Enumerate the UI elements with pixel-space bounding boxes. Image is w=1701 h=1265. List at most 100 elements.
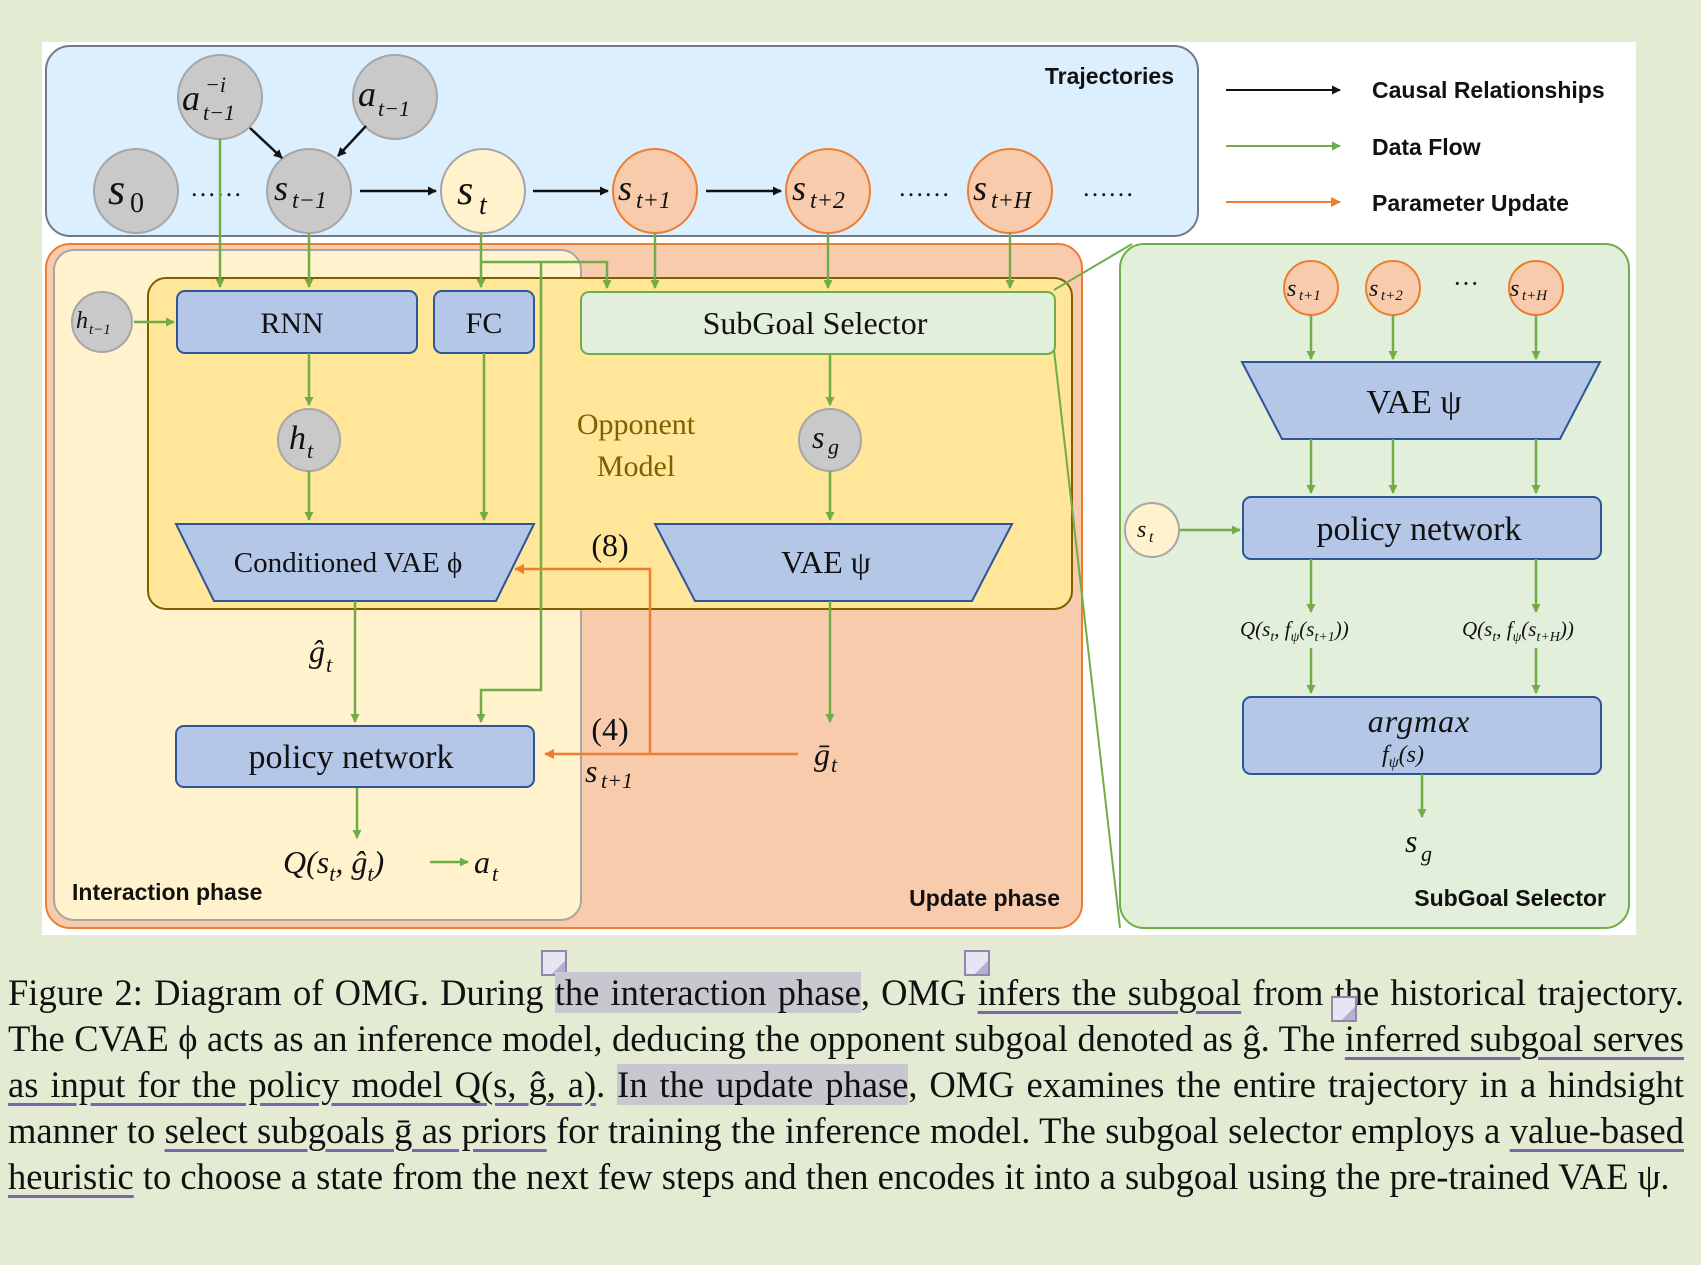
svg-text:s: s bbox=[585, 753, 597, 789]
selector-node-s1: s t+1 bbox=[1283, 260, 1339, 316]
diagram-canvas: Trajectories Causal Relationships Data F… bbox=[42, 42, 1636, 935]
svg-text:s: s bbox=[274, 168, 288, 208]
svg-text:ĝ: ĝ bbox=[309, 633, 325, 669]
node-s-t1: s t+1 bbox=[612, 148, 698, 234]
svg-text:argmax: argmax bbox=[1368, 703, 1471, 739]
svg-text:policy network: policy network bbox=[1317, 511, 1522, 548]
dots-2: …… bbox=[898, 173, 950, 202]
node-s-t: s t bbox=[440, 148, 526, 234]
opponent-model-label-line2: Model bbox=[597, 450, 675, 483]
svg-text:t+H: t+H bbox=[1522, 288, 1548, 304]
caption-underline-4[interactable]: value-based heuristic bbox=[8, 1110, 1684, 1197]
svg-text:t: t bbox=[831, 752, 838, 777]
node-a-opponent: a −i t−1 bbox=[177, 54, 263, 140]
svg-text:s: s bbox=[108, 165, 125, 214]
selector-node-sH: s t+H bbox=[1508, 260, 1564, 316]
svg-text:−i: −i bbox=[205, 72, 226, 97]
svg-text:t: t bbox=[479, 190, 488, 221]
legend-dataflow-label: Data Flow bbox=[1372, 134, 1481, 160]
caption-underline-3[interactable]: select subgoals ḡ as priors bbox=[164, 1110, 547, 1151]
selector-q1-label: Q(st, fψ(st+1)) bbox=[1240, 617, 1349, 645]
selector-panel-title: SubGoal Selector bbox=[1414, 885, 1606, 911]
caption-text-5: , OMG examines the entire trajectory in … bbox=[8, 1064, 1684, 1151]
caption-text-1: Figure 2: Diagram of OMG. During bbox=[8, 972, 555, 1013]
comment-note-icon[interactable] bbox=[540, 950, 567, 976]
svg-text:t: t bbox=[307, 438, 314, 463]
trajectories-label: Trajectories bbox=[1045, 63, 1174, 89]
svg-text:s: s bbox=[618, 168, 632, 208]
svg-text:Q(st, ĝt): Q(st, ĝt) bbox=[283, 844, 384, 886]
selector-sg-label: s g bbox=[1405, 823, 1432, 866]
node-s-tH: s t+H bbox=[967, 148, 1053, 234]
caption-underline-2[interactable]: inferred subgoal serves as input for the… bbox=[8, 1018, 1684, 1105]
svg-text:fψ(s): fψ(s) bbox=[1382, 742, 1424, 771]
svg-text:t+1: t+1 bbox=[636, 188, 671, 214]
svg-text:t+1: t+1 bbox=[601, 768, 633, 793]
dots-3: …… bbox=[1082, 173, 1134, 202]
svg-text:s: s bbox=[792, 168, 806, 208]
svg-text:s: s bbox=[1510, 276, 1519, 302]
svg-text:h: h bbox=[289, 420, 306, 457]
svg-text:t−1: t−1 bbox=[292, 188, 327, 214]
cvae-block: Conditioned VAE ϕ bbox=[174, 523, 536, 602]
svg-text:g: g bbox=[1421, 841, 1432, 866]
update-arrow-8 bbox=[514, 564, 652, 754]
selector-policy-block: policy network bbox=[1242, 496, 1602, 560]
node-s-t2: s t+2 bbox=[785, 148, 871, 234]
comment-note-icon[interactable] bbox=[963, 950, 990, 976]
svg-text:Conditioned VAE ϕ: Conditioned VAE ϕ bbox=[234, 547, 463, 579]
svg-text:0: 0 bbox=[130, 188, 144, 219]
policy-network-block: policy network bbox=[175, 725, 535, 788]
svg-text:s: s bbox=[1287, 276, 1296, 302]
figure-caption: Figure 2: Diagram of OMG. During the int… bbox=[8, 950, 1684, 1200]
svg-text:policy network: policy network bbox=[249, 739, 454, 776]
svg-text:ḡ: ḡ bbox=[814, 736, 830, 772]
caption-highlight-2[interactable]: In the update phase bbox=[617, 1064, 909, 1105]
g-bar-label: ḡ t bbox=[814, 736, 838, 777]
svg-text:t−1: t−1 bbox=[203, 100, 235, 125]
svg-text:t+2: t+2 bbox=[1381, 288, 1403, 304]
q-output-label: Q(st, ĝt) bbox=[283, 844, 384, 886]
caption-text-4: . bbox=[596, 1064, 618, 1105]
node-s0: s 0 bbox=[93, 148, 179, 234]
update-phase-label: Update phase bbox=[909, 885, 1060, 911]
selector-vae-block: VAE ψ bbox=[1240, 361, 1602, 440]
svg-text:s: s bbox=[812, 419, 824, 455]
svg-text:s: s bbox=[457, 168, 473, 214]
selector-node-s2: s t+2 bbox=[1365, 260, 1421, 316]
node-h-t: h t bbox=[277, 408, 341, 472]
zoom-line-top bbox=[1053, 243, 1133, 291]
arrow-aopp-sprev bbox=[249, 127, 283, 159]
caption-highlight-1[interactable]: the interaction phase bbox=[554, 972, 861, 1013]
svg-text:VAE ψ: VAE ψ bbox=[1366, 384, 1461, 421]
svg-text:Q(st, fψ(st+H)): Q(st, fψ(st+H)) bbox=[1462, 617, 1574, 645]
svg-text:a: a bbox=[182, 78, 200, 118]
svg-text:t: t bbox=[1149, 529, 1154, 546]
svg-text:a: a bbox=[474, 844, 490, 880]
selector-dots: ··· bbox=[1453, 269, 1479, 298]
legend-causal-label: Causal Relationships bbox=[1372, 77, 1605, 103]
flow-st-policy bbox=[476, 262, 543, 723]
svg-text:s: s bbox=[1137, 517, 1146, 543]
arrow-aprev-sprev bbox=[337, 125, 367, 157]
dots-1: …… bbox=[190, 173, 242, 202]
svg-text:t+2: t+2 bbox=[810, 188, 845, 214]
caption-underline-1[interactable]: infers the subgoal bbox=[977, 972, 1242, 1013]
caption-text-6: for training the inference model. The su… bbox=[546, 1110, 1510, 1151]
svg-text:t−1: t−1 bbox=[89, 322, 111, 338]
svg-text:t+1: t+1 bbox=[1299, 288, 1321, 304]
selector-qH-label: Q(st, fψ(st+H)) bbox=[1462, 617, 1574, 645]
argmax-block: argmax fψ(s) bbox=[1242, 696, 1602, 775]
opponent-model-label-line1: Opponent bbox=[577, 408, 696, 441]
g-hat-label: ĝ t bbox=[309, 633, 333, 677]
svg-text:s: s bbox=[973, 168, 987, 208]
flow-st-selector bbox=[481, 260, 612, 289]
caption-text-7: to choose a state from the next few step… bbox=[133, 1156, 1670, 1197]
svg-text:t: t bbox=[326, 652, 333, 677]
svg-text:SubGoal Selector: SubGoal Selector bbox=[703, 305, 928, 341]
legend-param-label: Parameter Update bbox=[1372, 190, 1569, 216]
comment-note-icon[interactable] bbox=[1330, 996, 1357, 1022]
subgoal-selector-block: SubGoal Selector bbox=[580, 291, 1056, 355]
svg-text:a: a bbox=[358, 74, 376, 114]
